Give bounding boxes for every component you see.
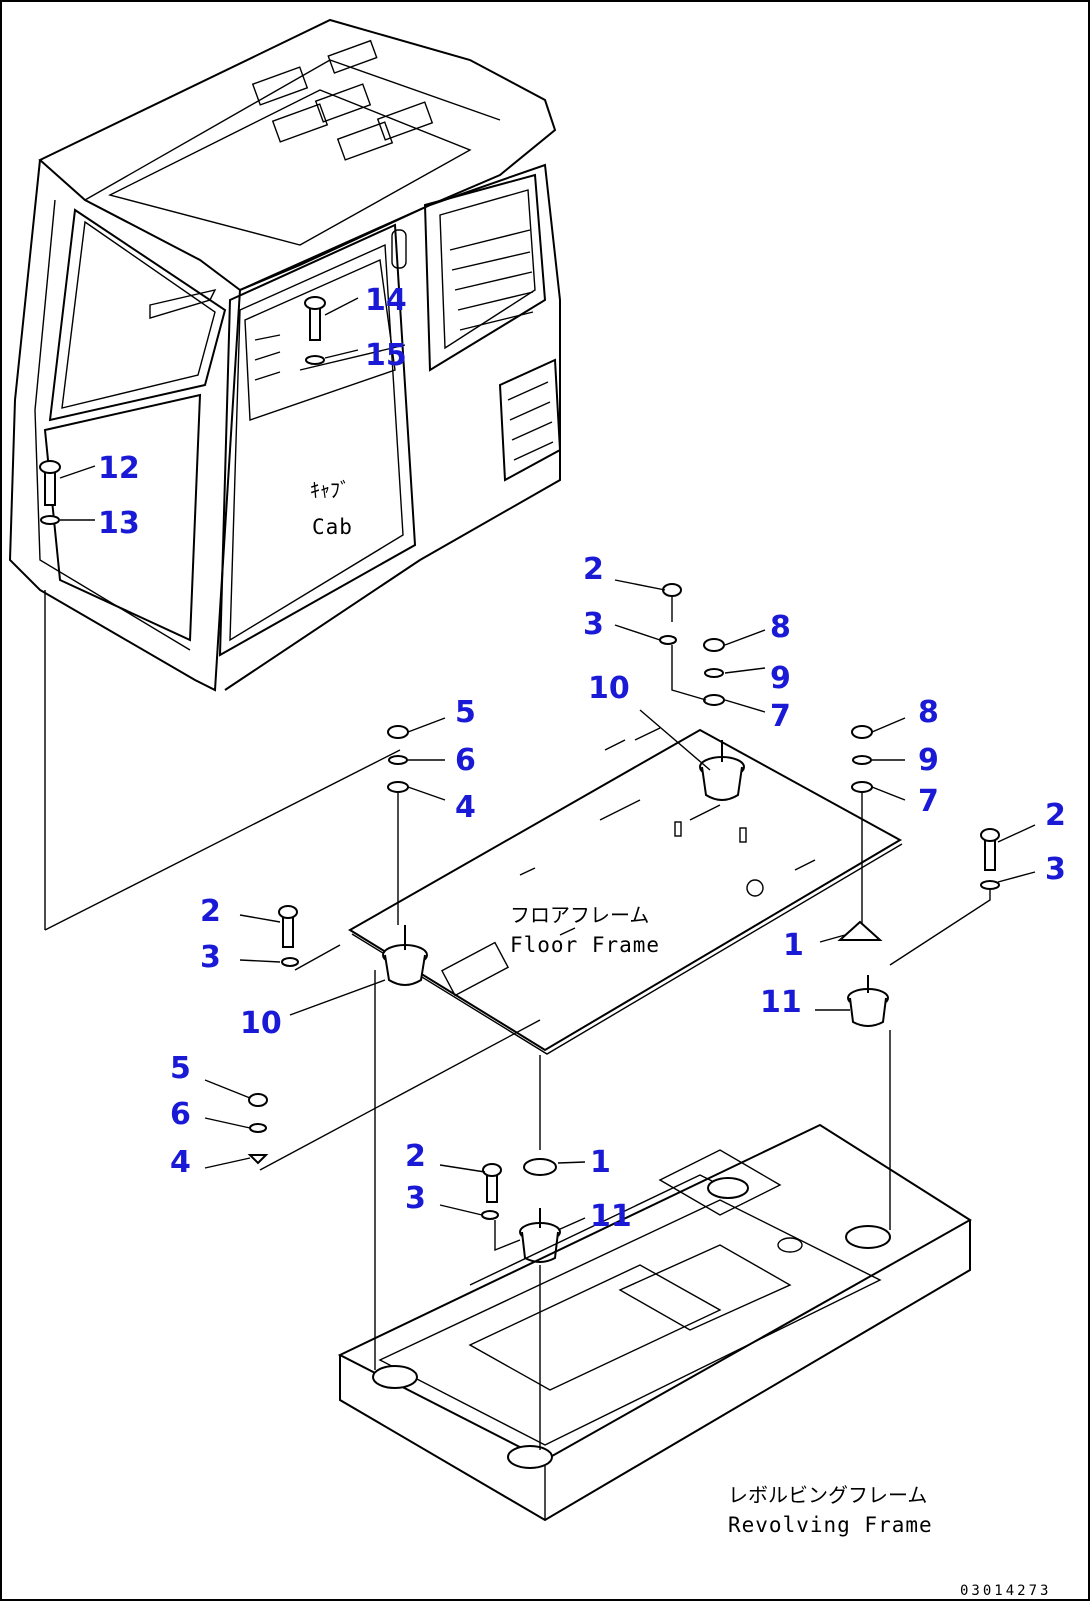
callout-2-upper: 2 <box>583 552 604 587</box>
callout-7-upper: 7 <box>770 699 791 734</box>
callout-7-right: 7 <box>918 784 939 819</box>
revolving-frame-label-en: Revolving Frame <box>728 1513 933 1537</box>
callout-15: 15 <box>365 338 407 373</box>
callout-11-right: 11 <box>760 985 802 1020</box>
floor-frame-label-jp: フロアフレーム <box>510 903 649 927</box>
callout-3-upper: 3 <box>583 607 604 642</box>
callout-3-right: 3 <box>1045 852 1066 887</box>
callout-10-left: 10 <box>240 1006 282 1041</box>
cab-drawing <box>8 18 562 930</box>
callout-4-lower: 4 <box>170 1145 191 1180</box>
callout-13: 13 <box>98 506 140 541</box>
callout-9-upper: 9 <box>770 661 791 696</box>
leader-lines <box>204 579 1036 1231</box>
callout-11-lower: 11 <box>590 1199 632 1234</box>
callout-14: 14 <box>365 283 407 318</box>
callout-1-lower: 1 <box>590 1145 611 1180</box>
callout-3-left: 3 <box>200 940 221 975</box>
callout-6-upper: 6 <box>455 743 476 778</box>
floor-fasteners <box>247 583 1000 1263</box>
callout-8-right: 8 <box>918 695 939 730</box>
revolving-frame-drawing <box>337 1123 972 1522</box>
callout-10-upper: 10 <box>588 671 630 706</box>
callout-1-right: 1 <box>783 928 804 963</box>
callout-12: 12 <box>98 451 140 486</box>
callout-2-right: 2 <box>1045 798 1066 833</box>
cab-leaders <box>59 297 359 521</box>
callout-6-lower: 6 <box>170 1097 191 1132</box>
callout-8-upper: 8 <box>770 610 791 645</box>
assembly-lines <box>44 645 991 1450</box>
floor-frame-drawing <box>348 727 903 1055</box>
callout-5-lower: 5 <box>170 1051 191 1086</box>
callout-2-lower: 2 <box>405 1139 426 1174</box>
cab-label-en: Cab <box>312 515 353 539</box>
cab-label-jp: ｷｬﾌﾞ <box>310 478 350 502</box>
callout-4-upper: 4 <box>455 790 476 825</box>
document-id: 03014273 <box>960 1583 1051 1599</box>
callout-3-lower: 3 <box>405 1181 426 1216</box>
revolving-frame-label-jp: レボルビングフレーム <box>728 1483 927 1507</box>
callout-2-left: 2 <box>200 894 221 929</box>
floor-frame-label-en: Floor Frame <box>510 933 660 957</box>
callout-9-right: 9 <box>918 743 939 778</box>
callout-5-upper: 5 <box>455 695 476 730</box>
cab-fasteners <box>39 296 326 525</box>
